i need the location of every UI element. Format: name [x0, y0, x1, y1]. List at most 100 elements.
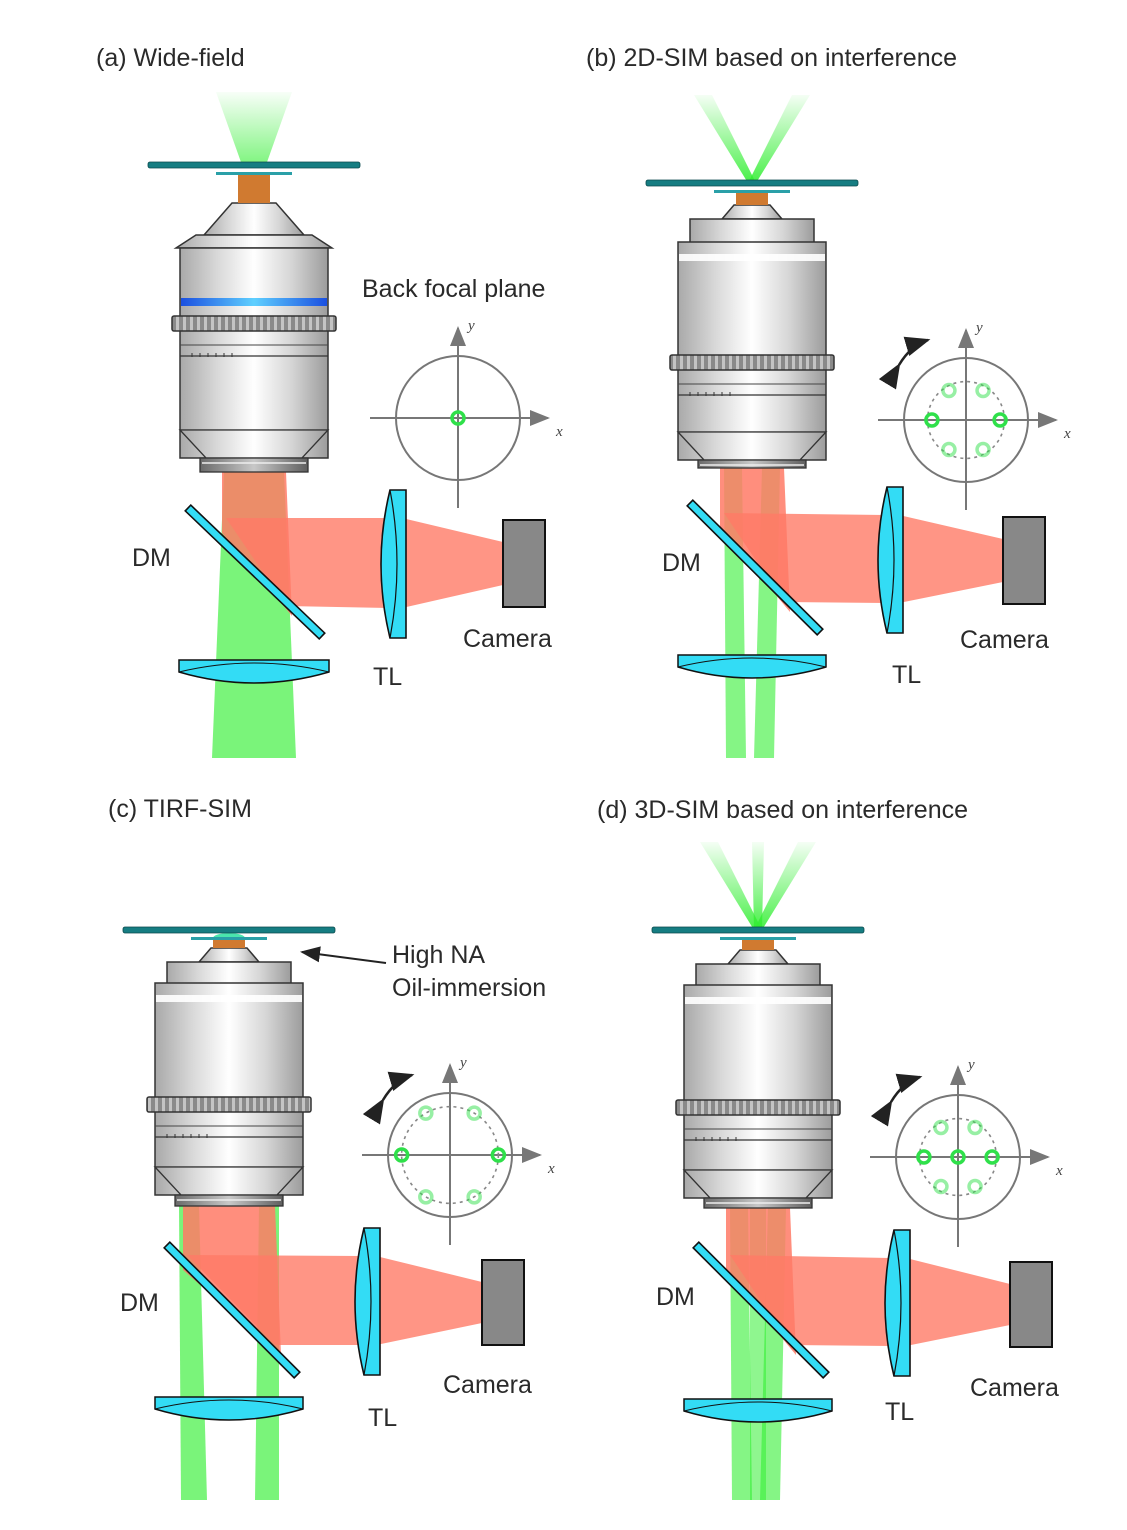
dm-label: DM: [120, 1289, 159, 1317]
diffraction-spot: [466, 1105, 482, 1121]
tube-lens-curve: [363, 1227, 372, 1376]
panel-d: (d) 3D-SIM based on interference xy DM T…: [597, 796, 1063, 1500]
callout-line-2: Oil-immersion: [392, 974, 546, 1002]
bfp-label: Back focal plane: [362, 275, 545, 303]
emission-beam-to-camera: [402, 518, 503, 608]
tube-lens: [884, 1229, 911, 1377]
diffraction-spot: [941, 441, 957, 458]
emission-beams: [720, 468, 1003, 612]
objective-lens: [146, 947, 312, 1207]
x-axis-label: x: [547, 1161, 555, 1177]
objective-nose: [197, 947, 261, 963]
diffraction-spot: [967, 1178, 983, 1195]
emission-beam-to-camera: [376, 1256, 482, 1345]
camera-label: Camera: [443, 1371, 532, 1399]
excitation-cone-above-sample: [216, 92, 292, 165]
excitation-lens: [677, 654, 827, 679]
immersion-medium: [736, 193, 768, 205]
diffraction-spot: [924, 412, 940, 428]
dichroic-mirror: [184, 503, 326, 641]
coverslip: [191, 937, 267, 940]
panel-b: (b) 2D-SIM based on interference xy DM T…: [586, 44, 1071, 758]
bfp-diagram: xy: [370, 318, 563, 508]
tl-label: TL: [885, 1398, 914, 1426]
diffraction-spot: [393, 1147, 410, 1163]
y-axis-label: y: [458, 1055, 467, 1071]
crossing-beam-center: [752, 842, 764, 930]
crossing-beam-right: [754, 842, 816, 930]
optics: xy: [651, 842, 1063, 1500]
camera-sensor: [1002, 516, 1046, 605]
camera-sensor: [481, 1259, 525, 1346]
objective-body: [677, 241, 827, 461]
panel-title: (b) 2D-SIM based on interference: [586, 44, 957, 72]
panel-c: (c) TIRF-SIM xy High NA Oil-immersion DM…: [108, 795, 555, 1500]
dm-label: DM: [656, 1283, 695, 1311]
objective-highlight: [685, 997, 831, 1004]
tube-lens-curve: [893, 1229, 902, 1377]
diffraction-spot: [490, 1147, 507, 1163]
tube-lens: [877, 486, 904, 634]
coverslip: [216, 172, 292, 175]
knurled-ring: [171, 315, 337, 332]
emission-beams: [222, 472, 503, 616]
dm-label: DM: [662, 549, 701, 577]
camera-label: Camera: [970, 1374, 1059, 1402]
y-axis-label: y: [966, 1057, 975, 1073]
tl-label: TL: [373, 663, 402, 691]
slide: [147, 161, 361, 169]
diffraction-spot: [418, 1189, 434, 1205]
tube-lens-curve: [886, 486, 895, 634]
diffraction-spot: [992, 412, 1008, 428]
slide: [122, 926, 336, 934]
rotation-arrow: [878, 336, 931, 390]
rotation-arrow: [870, 1073, 923, 1127]
objective-thread: [199, 457, 309, 473]
tube-lens: [380, 489, 407, 639]
optics: xy: [147, 92, 563, 758]
callout-arrow: [300, 946, 387, 964]
dichroic-mirror: [163, 1241, 301, 1379]
tube-lens: [354, 1227, 381, 1376]
objective-taper: [178, 429, 330, 459]
diffraction-spot: [967, 1119, 983, 1136]
camera-label: Camera: [463, 625, 552, 653]
dm-label: DM: [132, 544, 171, 572]
x-axis-label: x: [1055, 1163, 1063, 1179]
coverslip: [720, 937, 796, 940]
coverslip: [714, 190, 790, 193]
objective-highlight: [156, 995, 302, 1002]
crossing-beam-left: [700, 842, 762, 930]
camera-sensor: [1009, 1261, 1053, 1348]
immersion-medium: [742, 940, 774, 950]
diffraction-spot: [984, 1149, 1000, 1165]
diffraction-spot: [418, 1105, 434, 1121]
objective-nose: [202, 202, 306, 236]
knurled-ring: [146, 1096, 312, 1113]
center-spot: [450, 410, 466, 426]
emission-beam-horizontal: [730, 1255, 892, 1346]
slide: [645, 179, 859, 187]
diffraction-spot: [466, 1189, 482, 1205]
objective-highlight: [679, 254, 825, 261]
dashed-ring: [400, 1105, 500, 1205]
bfp-diagram: xy: [362, 1055, 555, 1245]
optics: xy: [645, 95, 1071, 758]
excitation-lens: [154, 1396, 304, 1421]
tl-label: TL: [892, 661, 921, 689]
excitation-lens-curve: [677, 657, 827, 668]
objective-lens: [675, 949, 841, 1209]
tube-lens-curve: [389, 489, 398, 639]
immersion-medium: [238, 175, 270, 203]
diffraction-spot: [975, 382, 991, 399]
emission-beam-to-camera: [906, 1258, 1010, 1346]
slide: [651, 926, 865, 934]
optics: xy: [122, 926, 555, 1500]
crossing-beam-left: [694, 95, 756, 183]
rotation-arrow: [362, 1071, 415, 1125]
excitation-lens: [683, 1398, 833, 1423]
diffraction-spot: [941, 382, 957, 399]
center-spot: [950, 1149, 966, 1165]
objective-body: [154, 982, 304, 1196]
